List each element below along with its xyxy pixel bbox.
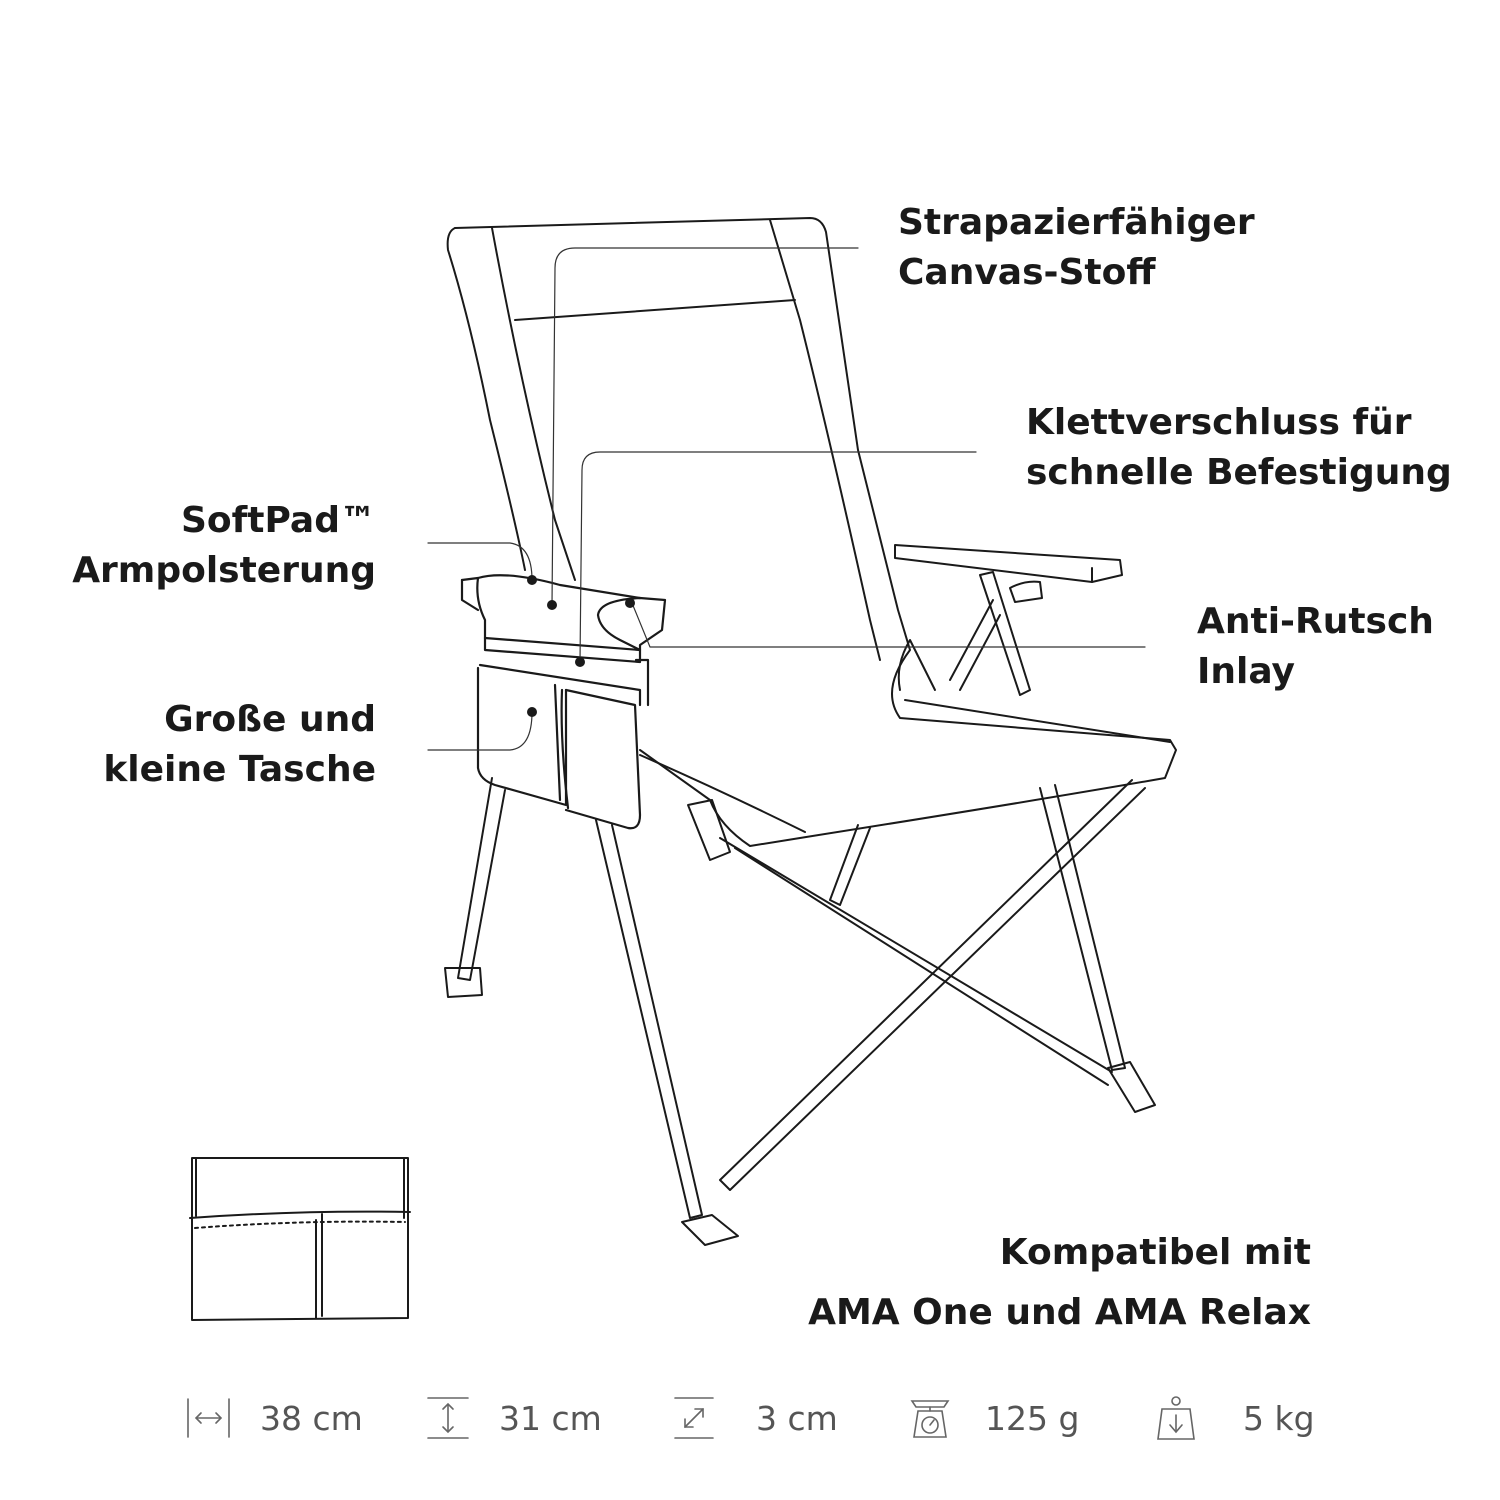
chair-backrest bbox=[446, 217, 1177, 847]
callout-pockets: Große und kleine Tasche bbox=[103, 695, 376, 795]
callout-line: Strapazierfähiger bbox=[898, 202, 1255, 243]
spec-width-value: 38 cm bbox=[260, 1399, 363, 1438]
callout-leaders bbox=[427, 247, 1146, 751]
callout-line: Inlay bbox=[1197, 651, 1296, 692]
spec-height-value: 31 cm bbox=[499, 1399, 602, 1438]
compat-line: Kompatibel mit bbox=[999, 1232, 1311, 1273]
load-weight-icon bbox=[1157, 1396, 1195, 1440]
callout-line: Armpolsterung bbox=[72, 550, 376, 591]
callout-line: SoftPad™ bbox=[180, 500, 376, 541]
chair-seat bbox=[639, 639, 1171, 833]
right-armrest bbox=[894, 544, 1123, 696]
callout-dots bbox=[527, 575, 635, 717]
callout-canvas-fabric: Strapazierfähiger Canvas-Stoff bbox=[898, 198, 1255, 298]
spec-weight-value: 125 g bbox=[985, 1399, 1080, 1438]
armpad-organiser bbox=[460, 574, 667, 830]
callout-line: Canvas-Stoff bbox=[898, 252, 1156, 293]
spec-load-value: 5 kg bbox=[1243, 1399, 1315, 1438]
folded-organiser bbox=[189, 1157, 411, 1321]
height-icon bbox=[427, 1397, 469, 1439]
compatibility-note: Kompatibel mit AMA One und AMA Relax bbox=[808, 1223, 1311, 1343]
callout-line: Klettverschluss für bbox=[1026, 402, 1412, 443]
chair-legs bbox=[444, 777, 1156, 1246]
callout-line: Große und bbox=[164, 699, 376, 740]
callout-line: Anti-Rutsch bbox=[1197, 601, 1434, 642]
compat-line: AMA One und AMA Relax bbox=[808, 1292, 1311, 1333]
callout-line: kleine Tasche bbox=[103, 749, 376, 790]
callout-anti-slip: Anti-Rutsch Inlay bbox=[1197, 597, 1434, 697]
callout-velcro: Klettverschluss für schnelle Befestigung bbox=[1026, 398, 1452, 498]
callout-softpad: SoftPad™ Armpolsterung bbox=[72, 496, 376, 596]
depth-icon bbox=[674, 1397, 714, 1439]
width-icon bbox=[187, 1398, 230, 1438]
scale-icon bbox=[910, 1400, 950, 1438]
spec-depth-value: 3 cm bbox=[756, 1399, 838, 1438]
callout-line: schnelle Befestigung bbox=[1026, 452, 1452, 493]
